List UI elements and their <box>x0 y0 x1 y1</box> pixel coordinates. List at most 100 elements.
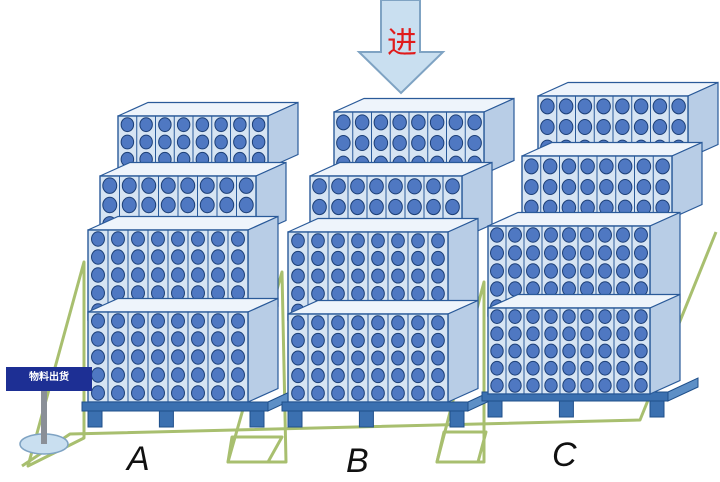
can-circle <box>616 245 630 261</box>
can-circle <box>331 315 345 331</box>
can-circle <box>231 249 245 265</box>
can-circle <box>238 196 254 214</box>
can-circle <box>120 134 135 150</box>
can-circle <box>231 313 245 329</box>
can-circle <box>233 134 247 150</box>
can-circle <box>411 286 425 302</box>
can-circle <box>311 286 325 302</box>
can-circle <box>291 233 305 249</box>
can-circle <box>544 227 558 243</box>
can-circle <box>350 178 365 195</box>
pallet-leg <box>249 410 265 428</box>
can-circle <box>392 135 407 151</box>
can-circle <box>131 385 145 401</box>
can-circle <box>562 378 576 393</box>
can-circle <box>580 263 594 279</box>
can-circle <box>596 98 611 115</box>
pallet-deck <box>81 401 269 412</box>
pallet-leg <box>87 410 103 428</box>
can-circle <box>121 196 137 214</box>
can-circle <box>524 158 539 175</box>
can-circle <box>354 114 370 131</box>
carton-side <box>649 293 681 395</box>
can-circle <box>467 135 482 151</box>
can-circle <box>312 178 327 195</box>
can-circle <box>191 249 205 265</box>
can-circle <box>562 326 576 342</box>
can-circle <box>542 179 558 195</box>
can-circle <box>431 385 445 401</box>
can-circle <box>598 227 612 243</box>
can-circle <box>311 315 325 331</box>
can-circle <box>562 227 576 243</box>
can-circle <box>426 198 441 216</box>
can-circle <box>392 114 407 131</box>
can-circle <box>231 385 245 401</box>
zone-b-marker <box>226 435 284 464</box>
can-circle <box>544 245 558 261</box>
can-circle <box>388 198 403 216</box>
can-circle <box>615 119 630 135</box>
can-circle <box>231 231 245 247</box>
pallet-side <box>667 377 699 402</box>
pallet-leg <box>158 410 174 428</box>
can-circle <box>411 114 426 131</box>
carton-top <box>537 81 719 97</box>
can-circle <box>131 331 145 347</box>
can-circle <box>251 134 266 150</box>
can-circle <box>580 309 594 324</box>
can-circle <box>211 249 225 265</box>
can-circle <box>351 332 365 348</box>
can-circle <box>171 267 185 283</box>
pallet-stacks <box>81 81 719 428</box>
can-circle <box>151 249 165 265</box>
can-circle <box>598 245 612 261</box>
can-circle <box>311 385 325 401</box>
can-circle <box>351 385 365 401</box>
can-circle <box>331 286 345 302</box>
can-circle <box>350 198 365 216</box>
can-circle <box>490 227 504 243</box>
can-circle <box>540 119 555 135</box>
can-circle <box>291 368 305 384</box>
can-circle <box>111 313 125 329</box>
can-circle <box>191 313 205 329</box>
can-circle <box>351 233 365 249</box>
can-circle <box>391 350 405 366</box>
can-circle <box>371 268 385 284</box>
carton-top <box>87 215 279 231</box>
stack-c <box>481 81 719 418</box>
can-circle <box>598 378 612 393</box>
can-circle <box>231 267 245 283</box>
can-circle <box>373 135 389 151</box>
can-circle <box>311 350 325 366</box>
can-circle <box>291 332 305 348</box>
stack-a <box>81 101 299 428</box>
can-circle <box>431 332 445 348</box>
can-circle <box>599 158 614 175</box>
can-circle <box>616 263 630 279</box>
can-circle <box>448 114 464 131</box>
can-circle <box>671 98 686 115</box>
can-circle <box>634 326 648 342</box>
can-circle <box>508 326 522 342</box>
can-circle <box>151 313 165 329</box>
can-circle <box>411 315 425 331</box>
can-circle <box>336 135 351 151</box>
can-circle <box>580 245 594 261</box>
can-circle <box>238 177 254 194</box>
can-circle <box>91 331 105 347</box>
can-circle <box>111 331 125 347</box>
can-circle <box>158 134 172 150</box>
can-circle <box>542 158 558 175</box>
can-circle <box>490 281 504 297</box>
can-circle <box>291 315 305 331</box>
can-circle <box>636 179 652 195</box>
can-circle <box>388 178 403 195</box>
can-circle <box>411 135 426 151</box>
can-circle <box>411 368 425 384</box>
can-circle <box>490 360 504 376</box>
can-circle <box>151 385 165 401</box>
can-circle <box>331 178 346 195</box>
can-circle <box>311 250 325 266</box>
